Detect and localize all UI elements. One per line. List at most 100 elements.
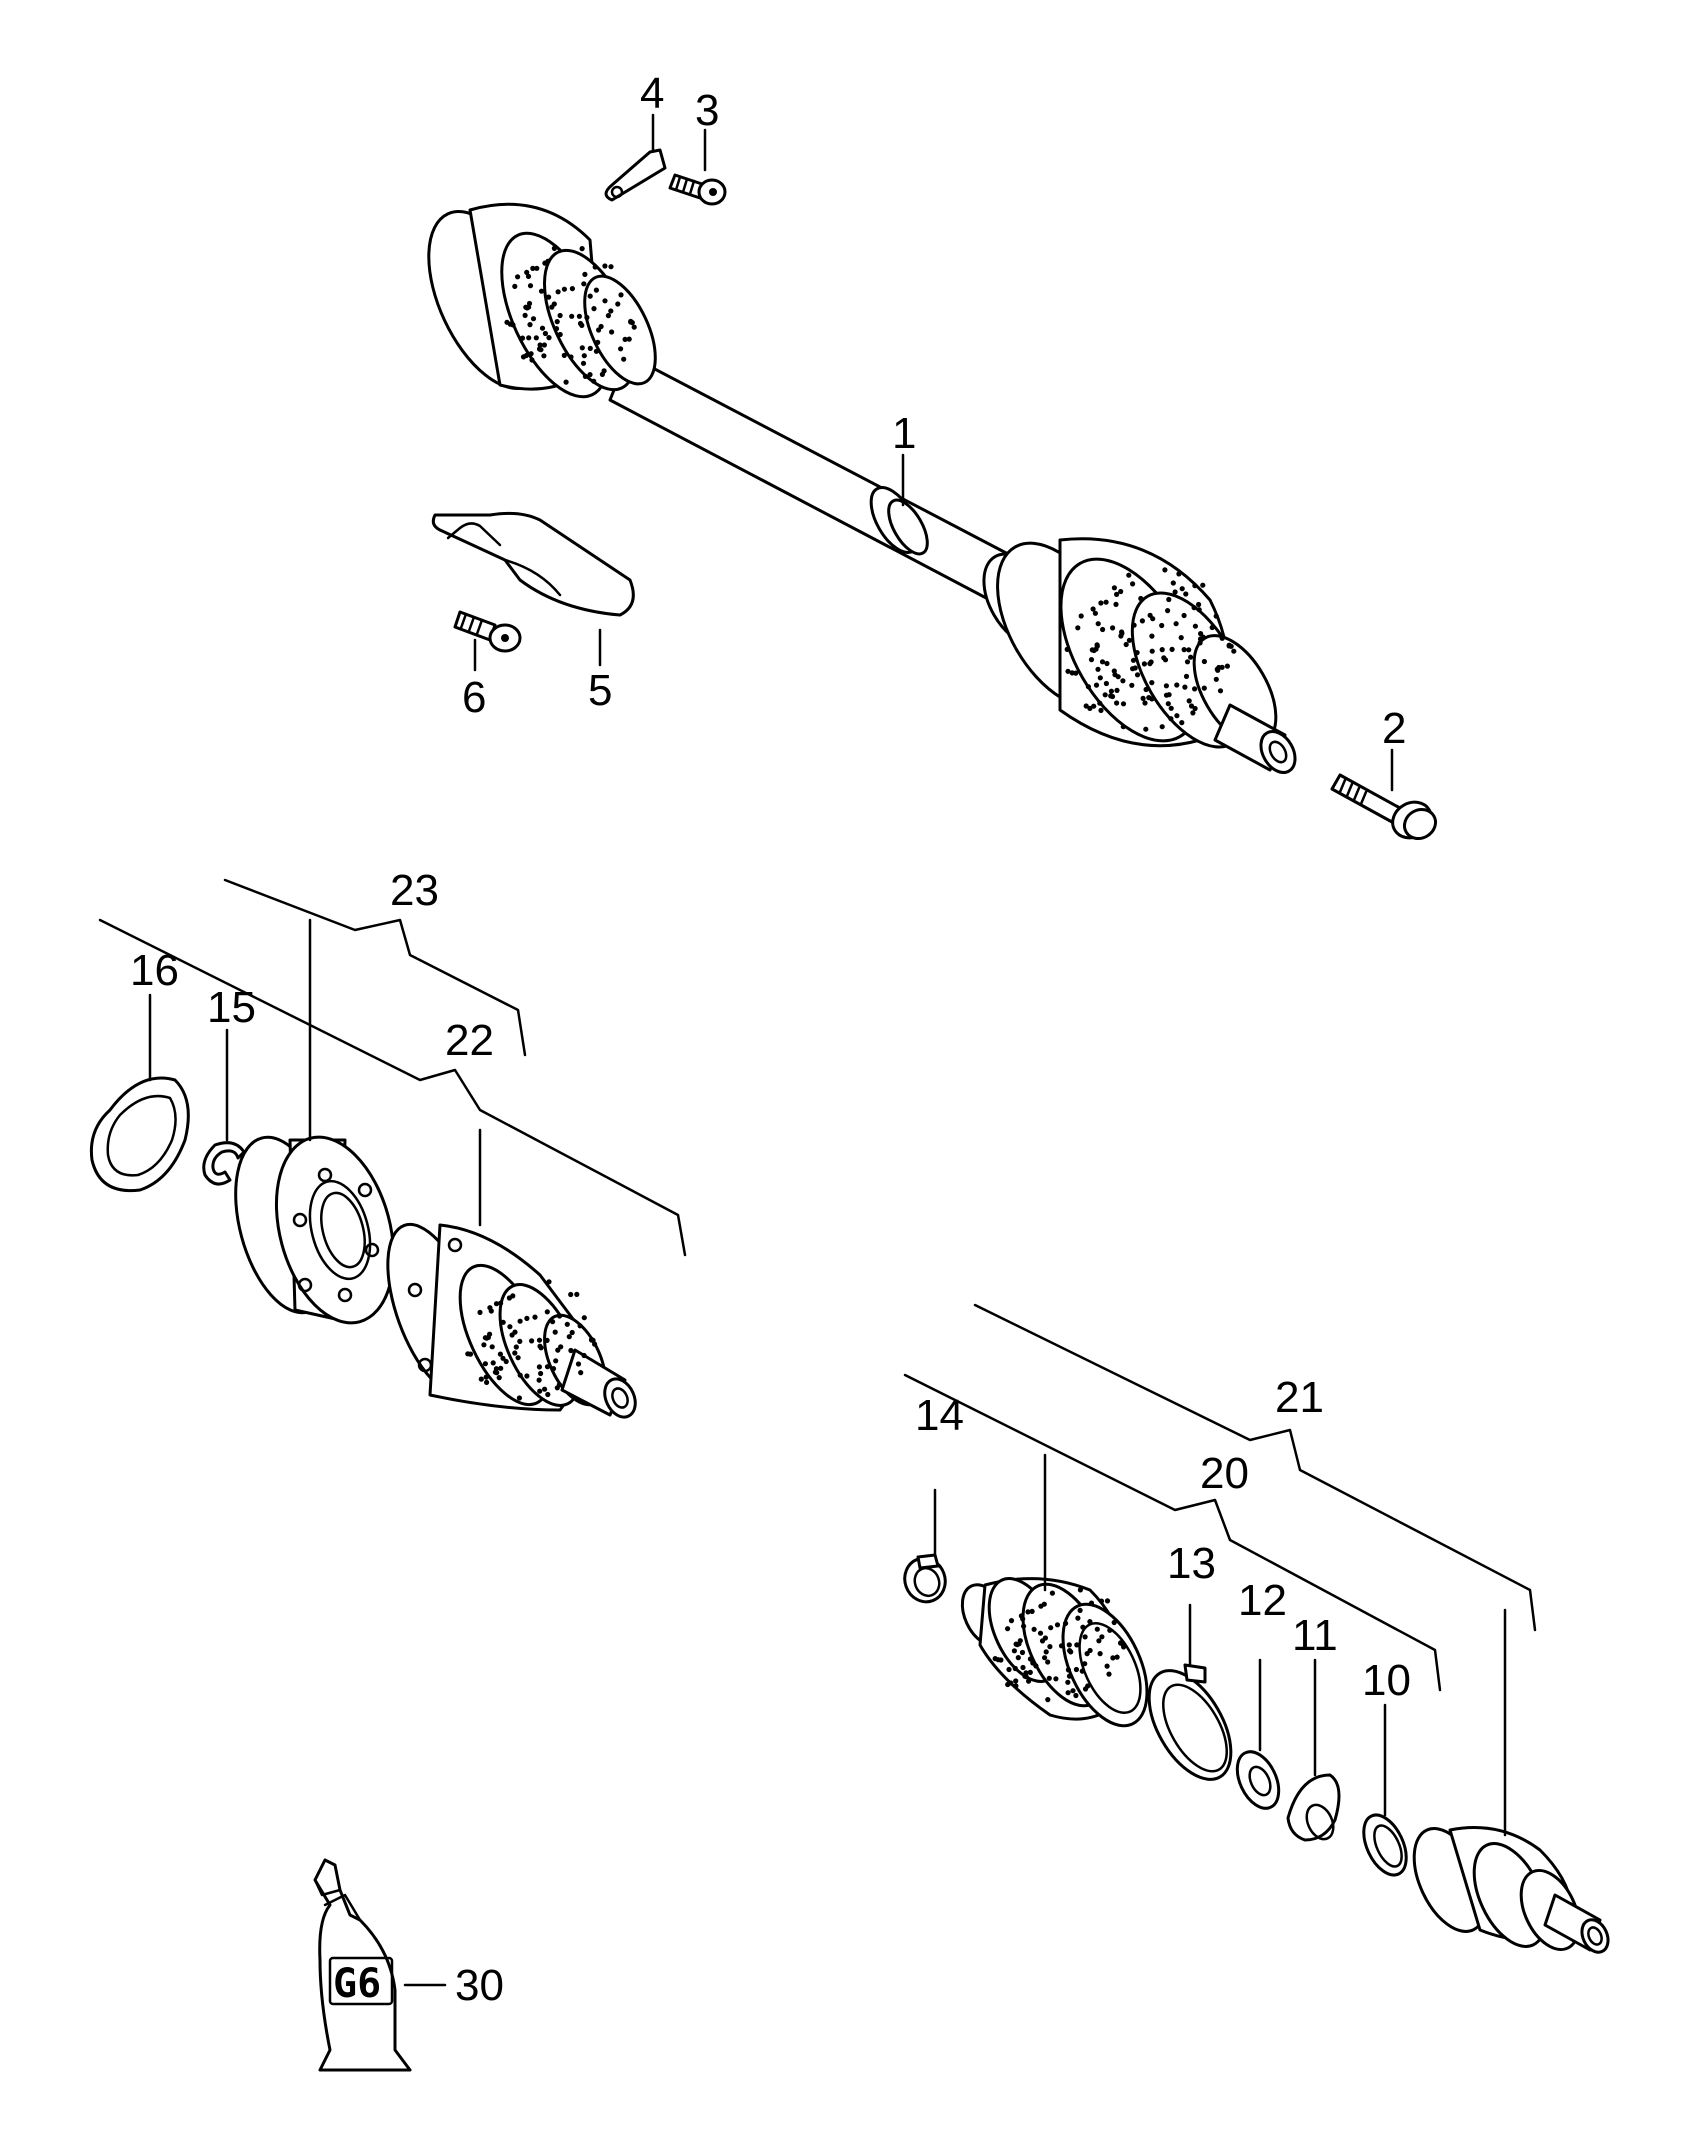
boot-stipple-dot — [602, 263, 608, 269]
boot-stipple-dot — [1084, 1651, 1090, 1657]
boot-stipple-dot — [622, 336, 628, 342]
boot-stipple-dot — [1182, 684, 1188, 690]
boot-stipple-dot — [542, 260, 548, 266]
boot-stipple-dot — [1083, 703, 1089, 709]
boot-stipple-dot — [1006, 1666, 1012, 1673]
boot-stipple-dot — [1097, 700, 1103, 706]
callout-16: 16 — [130, 946, 179, 995]
boot-stipple-dot — [1048, 1625, 1054, 1631]
boot-stipple-dot — [1114, 700, 1120, 706]
boot-stipple-dot — [1118, 633, 1124, 639]
boot-stipple-dot — [527, 322, 533, 328]
boot-stipple-dot — [1226, 642, 1232, 648]
boot-stipple-dot — [568, 354, 574, 360]
boot-stipple-dot — [601, 368, 607, 374]
boot-stipple-dot — [592, 1341, 598, 1347]
boot-stipple-dot — [530, 316, 537, 322]
boot-stipple-dot — [1140, 695, 1146, 702]
boot-stipple-dot — [1179, 586, 1185, 592]
boot-stipple-dot — [1174, 682, 1180, 688]
boot-stipple-dot — [1198, 631, 1204, 637]
boot-stipple-dot — [1077, 1587, 1083, 1593]
boot-stipple-dot — [566, 1334, 572, 1340]
boot-stipple-dot — [1099, 659, 1106, 665]
boot-stipple-dot — [1042, 1655, 1048, 1661]
boot-stipple-dot — [522, 312, 528, 318]
boot-stipple-dot — [537, 1343, 543, 1349]
screw-part-6 — [453, 610, 522, 653]
boot-stipple-dot — [517, 1318, 523, 1324]
boot-stipple-dot — [541, 353, 547, 359]
boot-stipple-dot — [481, 1342, 487, 1348]
boot-stipple-dot — [1049, 1590, 1055, 1596]
boot-stipple-dot — [550, 1319, 556, 1325]
lock-plate-part-4 — [604, 148, 667, 202]
boot-stipple-dot — [1075, 625, 1081, 631]
boot-stipple-dot — [596, 327, 602, 333]
boot-stipple-dot — [493, 1301, 500, 1307]
boot-stipple-dot — [1231, 648, 1237, 654]
boot-stipple-dot — [1023, 1674, 1029, 1680]
boot-stipple-dot — [465, 1351, 471, 1357]
boot-stipple-dot — [1149, 680, 1155, 686]
boot-stipple-dot — [1219, 635, 1225, 641]
boot-stipple-dot — [1112, 672, 1118, 678]
boot-stipple-dot — [1111, 1619, 1117, 1626]
boot-stipple-dot — [1073, 1692, 1079, 1699]
boot-stipple-dot — [530, 265, 536, 271]
boot-stipple-dot — [1079, 1668, 1085, 1674]
boot-stipple-dot — [578, 1370, 584, 1376]
boot-stipple-dot — [1120, 678, 1126, 684]
drive-shaft-part-1 — [427, 202, 1297, 774]
boot-stipple-dot — [1097, 1651, 1103, 1657]
boot-stipple-dot — [524, 269, 530, 275]
boot-stipple-dot — [1165, 608, 1171, 614]
outer-cv-joint — [982, 537, 1297, 774]
boot-stipple-dot — [1094, 1626, 1100, 1632]
washer-part-12 — [1235, 1750, 1281, 1810]
boot-stipple-dot — [1174, 713, 1180, 719]
boot-stipple-dot — [1092, 610, 1098, 616]
boot-stipple-dot — [520, 354, 527, 360]
boot-stipple-dot — [1045, 1697, 1051, 1703]
boot-stipple-dot — [593, 287, 600, 293]
boot-stipple-dot — [1013, 1678, 1019, 1684]
boot-stipple-dot — [1120, 701, 1127, 707]
boot-stipple-dot — [554, 319, 560, 325]
boot-stipple-dot — [1168, 705, 1174, 711]
boot-stipple-dot — [1147, 661, 1153, 667]
boot-stipple-dot — [1088, 657, 1095, 663]
boot-part-20 — [960, 1577, 1149, 1728]
boot-stipple-dot — [1093, 682, 1100, 688]
boot-stipple-dot — [1217, 688, 1224, 694]
boot-stipple-dot — [621, 356, 627, 362]
boot-stipple-dot — [1085, 1683, 1091, 1689]
boot-stipple-dot — [561, 352, 567, 358]
boot-stipple-dot — [1159, 647, 1165, 653]
boot-stipple-dot — [589, 1336, 595, 1343]
boot-stipple-dot — [516, 1395, 523, 1401]
boot-stipple-dot — [528, 351, 534, 357]
boot-stipple-dot — [1065, 668, 1071, 674]
boot-stipple-dot — [1008, 1618, 1015, 1624]
boot-stipple-dot — [1190, 710, 1196, 716]
boot-stipple-dot — [1181, 647, 1187, 653]
boot-stipple-dot — [1025, 1609, 1031, 1615]
boot-stipple-dot — [532, 1314, 538, 1320]
boot-stipple-dot — [1131, 622, 1137, 628]
boot-stipple-dot — [550, 1366, 557, 1372]
boot-stipple-dot — [536, 1364, 543, 1370]
boot-stipple-dot — [1224, 663, 1230, 669]
callout-14: 14 — [915, 1391, 964, 1440]
callout-5: 5 — [588, 666, 612, 715]
boot-stipple-dot — [1089, 647, 1095, 653]
boot-stipple-dot — [525, 273, 532, 279]
boot-stipple-dot — [1126, 637, 1132, 643]
boot-stipple-dot — [1100, 626, 1106, 633]
boot-stipple-dot — [496, 1375, 502, 1381]
boot-stipple-dot — [1054, 1622, 1061, 1628]
boot-stipple-dot — [553, 1358, 559, 1364]
boot-stipple-dot — [517, 1338, 523, 1344]
boot-stipple-dot — [584, 314, 590, 321]
boot-stipple-dot — [487, 1305, 493, 1311]
